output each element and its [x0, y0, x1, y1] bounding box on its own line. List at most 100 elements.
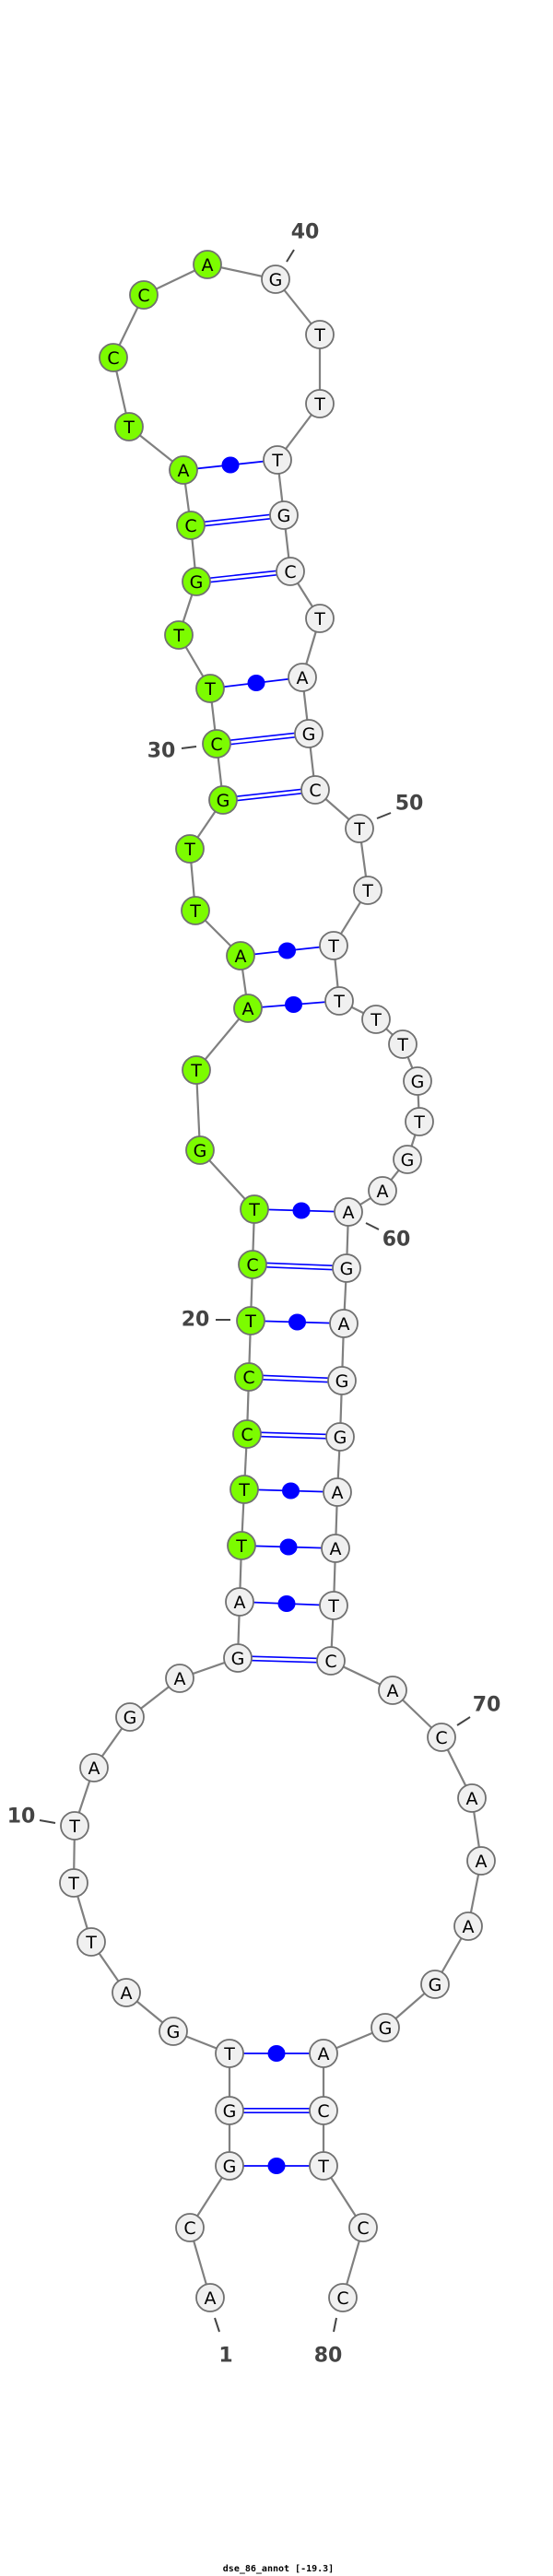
base-pairs — [182, 456, 349, 2174]
nucleotide-1: A — [195, 2283, 225, 2312]
nucleotide-41: T — [305, 320, 335, 349]
position-label-50: 50 — [376, 793, 424, 819]
nucleotide-letter: A — [466, 1789, 478, 1809]
nucleotide-79: C — [348, 2213, 378, 2242]
nucleotide-circle — [76, 1927, 106, 1957]
nucleotide-letter: G — [217, 791, 230, 811]
nucleotide-circle — [309, 2096, 338, 2125]
nucleotide-36: T — [114, 412, 144, 441]
pair-bond-line — [222, 787, 315, 799]
nucleotide-letter: G — [401, 1150, 415, 1170]
nucleotide-circle — [208, 785, 238, 815]
nucleotide-circle — [59, 1868, 88, 1898]
nucleotide-7: A — [112, 1978, 141, 2007]
nucleotide-letter: T — [313, 609, 325, 629]
base-pair-25-53 — [247, 996, 340, 1013]
base-pair-3-78 — [229, 2158, 324, 2174]
nucleotide-circle — [169, 455, 198, 485]
label-tick — [214, 2317, 220, 2333]
label-tick — [376, 812, 392, 819]
nucleotide-57: T — [405, 1107, 434, 1136]
nucleotide-letter: T — [85, 1933, 97, 1953]
nucleotide-letter: G — [334, 1428, 347, 1448]
label-tick — [333, 2317, 337, 2333]
nucleotide-letter: G — [335, 1371, 349, 1392]
nucleotide-circle — [378, 1676, 407, 1705]
pair-bond-line — [237, 1659, 331, 1664]
nucleotide-letter: T — [67, 1874, 79, 1894]
base-pair-16-66 — [241, 1538, 336, 1556]
pair-bond-line — [253, 1262, 347, 1267]
pair-bond-line — [249, 1374, 343, 1380]
nucleotide-letter: G — [340, 1259, 354, 1279]
nucleotide-47: A — [288, 663, 317, 692]
nucleotide-8: T — [76, 1927, 106, 1957]
nucleotide-56: G — [403, 1066, 432, 1096]
nucleotide-76: A — [309, 2039, 338, 2068]
nucleotide-circle — [240, 1194, 269, 1224]
wobble-dot — [221, 456, 240, 474]
nucleotide-letter: T — [172, 626, 184, 646]
nucleotide-circle — [324, 986, 354, 1016]
nucleotide-letter: C — [317, 2101, 329, 2122]
nucleotide-67: T — [319, 1591, 348, 1620]
nucleotide-letter: A — [297, 668, 309, 688]
nucleotide-letter: T — [313, 325, 325, 346]
nucleotide-letter: T — [361, 881, 373, 901]
nucleotide-circle — [114, 412, 144, 441]
nucleotide-circle — [309, 2039, 338, 2068]
nucleotide-49: C — [300, 775, 330, 805]
nucleotide-circle — [269, 500, 299, 530]
nucleotide-circle — [129, 280, 159, 310]
position-number: 50 — [395, 793, 424, 816]
pair-bond-line — [217, 735, 310, 747]
nucleotide-80: C — [328, 2283, 358, 2312]
nucleotide-26: A — [226, 941, 255, 970]
nucleotide-letter: G — [167, 2022, 181, 2042]
nucleotide-circle — [300, 775, 330, 805]
nucleotide-letter: C — [357, 2218, 369, 2239]
nucleotide-letter: A — [202, 255, 214, 276]
nucleotide-51: T — [353, 876, 382, 905]
nucleotide-circle — [388, 1029, 418, 1059]
pair-bond-line — [191, 516, 285, 528]
label-tick — [456, 1716, 471, 1726]
base-pair-29-49 — [222, 787, 316, 803]
nucleotide-circle — [348, 2213, 378, 2242]
nucleotide-letter: T — [327, 936, 339, 957]
base-pair-35-43 — [182, 456, 278, 474]
nucleotide-78: T — [309, 2151, 338, 2181]
nucleotide-circle — [361, 1005, 391, 1034]
nucleotide-59: A — [368, 1176, 397, 1206]
nucleotide-letter: G — [223, 2101, 237, 2122]
base-pair-34-44 — [190, 512, 285, 528]
nucleotide-71: A — [457, 1783, 487, 1813]
position-label-80: 80 — [314, 2317, 342, 2368]
nucleotide-letter: A — [332, 1483, 344, 1503]
nucleotide-48: G — [294, 719, 324, 748]
position-label-70: 70 — [456, 1694, 500, 1726]
nucleotide-letter: C — [137, 286, 149, 306]
nucleotide-circle — [329, 1309, 359, 1338]
nucleotides: ACGGTGATTTAGAGATTCCTCTGTAATTGCTTGCATCCAG… — [59, 250, 496, 2312]
nucleotide-circle — [181, 896, 210, 925]
wobble-dot — [279, 1538, 298, 1556]
nucleotide-circle — [182, 1055, 211, 1085]
nucleotide-60: A — [334, 1197, 363, 1227]
nucleotide-letter: A — [463, 1917, 475, 1937]
nucleotide-35: A — [169, 455, 198, 485]
nucleotide-18: C — [232, 1419, 262, 1449]
nucleotide-20: T — [236, 1306, 265, 1335]
nucleotide-letter: T — [189, 901, 201, 922]
position-label-20: 20 — [182, 1309, 230, 1332]
base-pair-31-47 — [209, 675, 303, 691]
position-number: 60 — [382, 1229, 411, 1252]
nucleotide-10: T — [60, 1811, 89, 1841]
nucleotide-letter: C — [184, 516, 196, 536]
wobble-dot — [247, 675, 265, 691]
nucleotide-letter: T — [333, 992, 345, 1012]
position-label-10: 10 — [7, 1806, 56, 1829]
nucleotide-letter: G — [429, 1975, 442, 1995]
nucleotide-circle — [232, 1419, 262, 1449]
